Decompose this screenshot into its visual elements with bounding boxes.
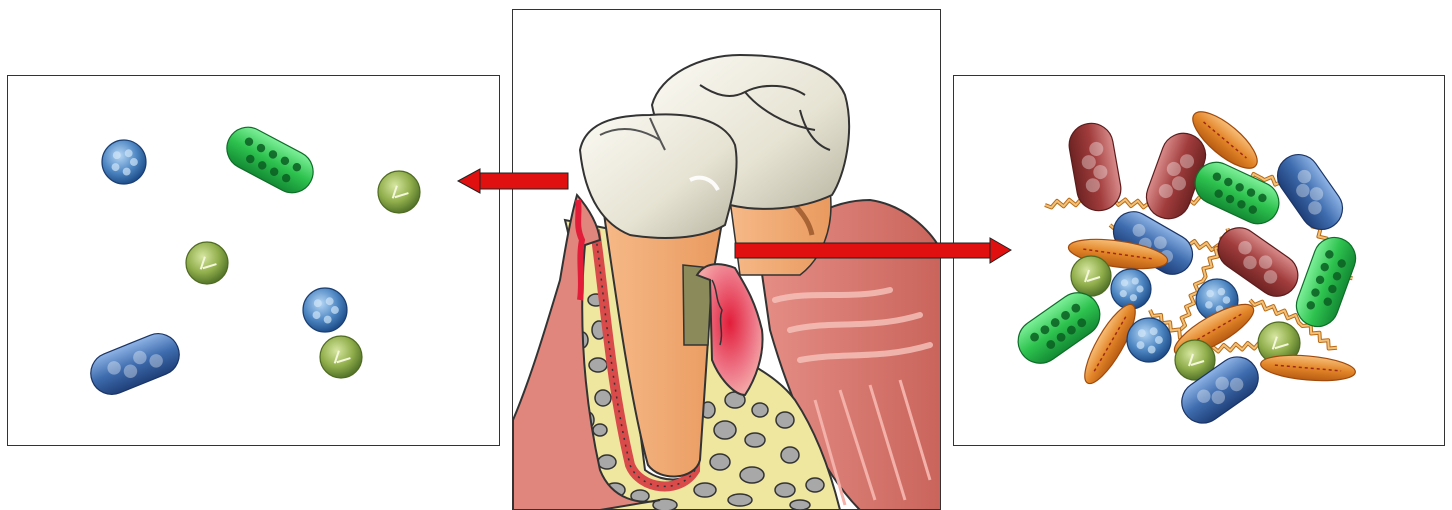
blue-coccus-icon <box>1127 318 1171 362</box>
blue-coccus-icon <box>303 288 347 332</box>
green-coccus-icon <box>320 336 362 378</box>
arrow-to-healthy-flora <box>458 169 568 193</box>
green-coccus-icon <box>1071 256 1111 296</box>
blue-coccus-icon <box>102 140 146 184</box>
blue-coccus-icon <box>1111 269 1151 309</box>
green-coccus-icon <box>378 171 420 213</box>
green-coccus-icon <box>186 242 228 284</box>
